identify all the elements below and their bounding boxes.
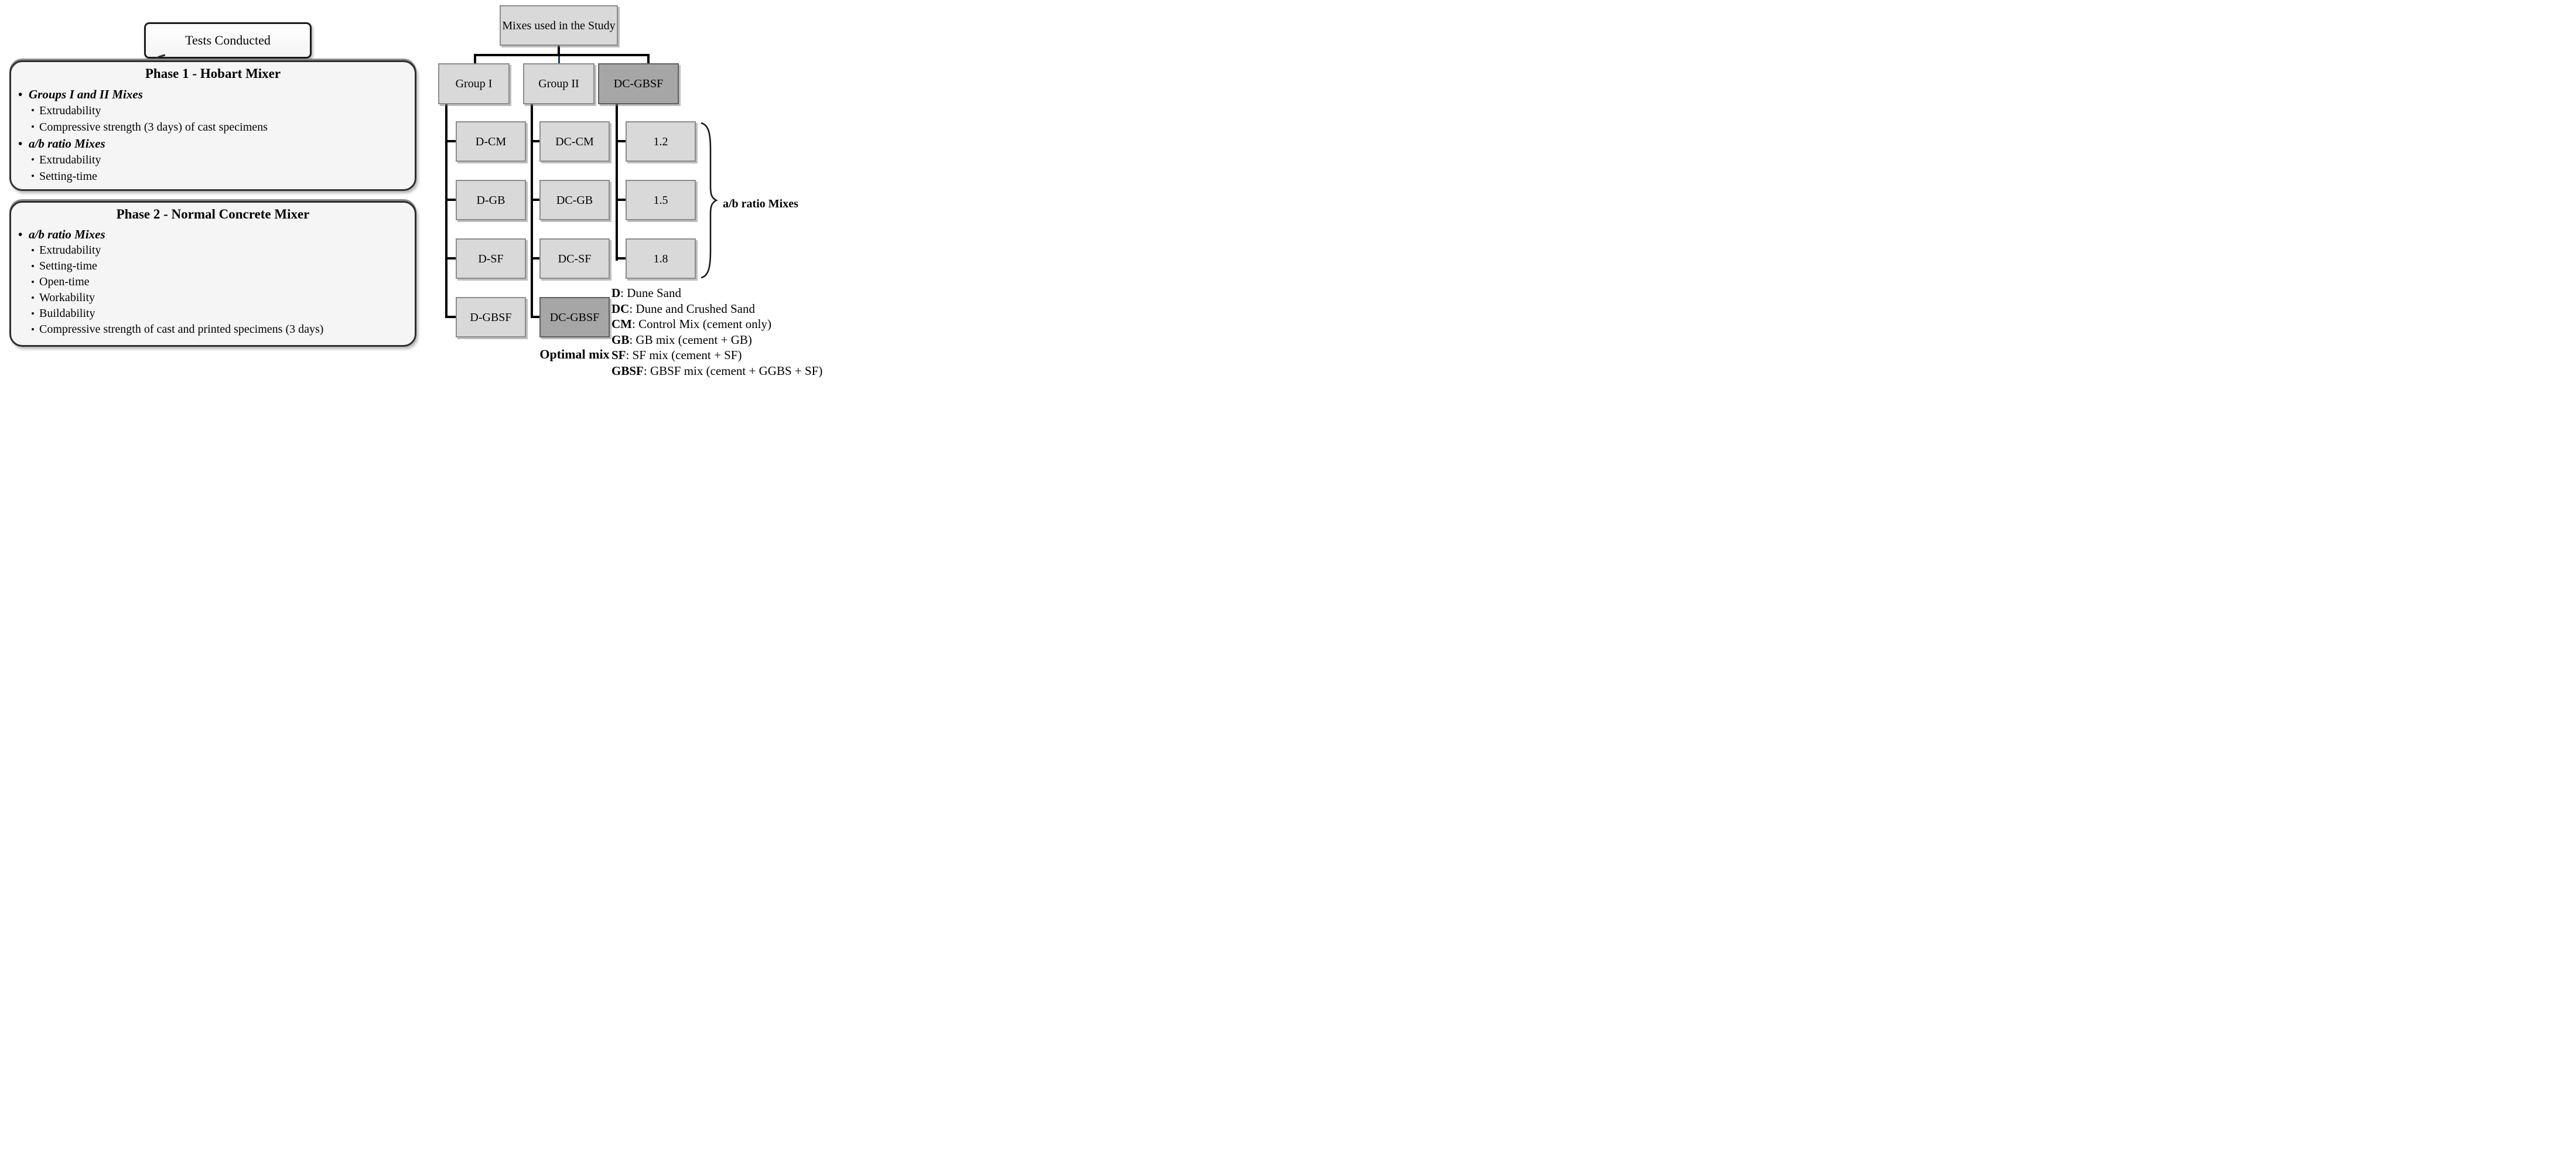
list-item: Buildability xyxy=(11,306,415,322)
legend-abbr: SF xyxy=(611,348,626,362)
legend-item: GBSF: GBSF mix (cement + GGBS + SF) xyxy=(611,363,822,379)
list-item: Groups I and II Mixes xyxy=(11,86,415,103)
connector-stub xyxy=(446,199,456,201)
connector-stub xyxy=(532,140,539,142)
node-ratio-1-2: 1.2 xyxy=(626,121,696,162)
node-d-cm: D-CM xyxy=(456,121,526,162)
list-item: Setting-time xyxy=(11,168,415,185)
node-ratio-1-8: 1.8 xyxy=(626,238,696,279)
node-root: Mixes used in the Study xyxy=(500,5,618,46)
legend-item: D: Dune Sand xyxy=(611,285,822,301)
optimal-mix-label: Optimal mix xyxy=(539,347,610,361)
node-group2: Group II xyxy=(523,63,595,104)
node-dc-cm: DC-CM xyxy=(539,121,610,162)
connector-drop-group2 xyxy=(558,56,560,63)
connector-stub xyxy=(617,257,626,260)
list-item: a/b ratio Mixes xyxy=(11,227,415,243)
connector-trunk-column1 xyxy=(445,104,447,318)
list-item: Compressive strength (3 days) of cast sp… xyxy=(11,119,415,135)
phase1-items: Groups I and II Mixes Extrudability Comp… xyxy=(11,86,415,185)
list-item: a/b ratio Mixes xyxy=(11,135,415,152)
connector-trunk-column3 xyxy=(616,104,618,261)
phase2-panel: Phase 2 - Normal Concrete Mixer a/b rati… xyxy=(9,201,416,347)
node-ratio-1-5: 1.5 xyxy=(626,180,696,220)
connector-stub xyxy=(446,140,456,142)
connector-stub xyxy=(617,199,626,201)
connector-drop-group3 xyxy=(647,56,650,63)
legend-abbr: GB xyxy=(611,332,630,347)
list-item: Extrudability xyxy=(11,152,415,168)
legend-item: DC: Dune and Crushed Sand xyxy=(611,301,822,317)
legend-desc: : Dune Sand xyxy=(620,286,681,300)
legend-abbr: GBSF xyxy=(611,363,644,378)
legend-desc: : Control Mix (cement only) xyxy=(632,317,771,331)
ab-ratio-mixes-label: a/b ratio Mixes xyxy=(723,197,798,210)
connector-stub xyxy=(532,199,539,201)
connector-stub xyxy=(617,140,626,142)
node-group1: Group I xyxy=(438,63,510,104)
node-dc-gbsf-optimal: DC-GBSF xyxy=(539,297,610,337)
list-item: Extrudability xyxy=(11,103,415,119)
legend-abbr: CM xyxy=(611,317,632,331)
node-d-gb: D-GB xyxy=(456,180,526,220)
tests-conducted-label: Tests Conducted xyxy=(185,33,271,47)
legend-desc: : SF mix (cement + SF) xyxy=(626,348,742,362)
list-item: Open-time xyxy=(11,274,415,290)
node-d-gbsf: D-GBSF xyxy=(456,297,526,337)
list-item: Workability xyxy=(11,290,415,306)
phase2-items: a/b ratio Mixes Extrudability Setting-ti… xyxy=(11,227,415,337)
phase1-title: Phase 1 - Hobart Mixer xyxy=(145,66,281,81)
connector-horizontal xyxy=(474,54,650,56)
node-dc-gbsf-group: DC-GBSF xyxy=(598,63,679,104)
node-d-sf: D-SF xyxy=(456,238,526,279)
legend-abbr: DC xyxy=(611,301,630,316)
node-dc-sf: DC-SF xyxy=(539,238,610,279)
legend-item: GB: GB mix (cement + GB) xyxy=(611,332,822,348)
list-item: Extrudability xyxy=(11,243,415,258)
tests-conducted-callout: Tests Conducted xyxy=(144,22,312,59)
phase2-title: Phase 2 - Normal Concrete Mixer xyxy=(116,207,310,221)
legend-item: SF: SF mix (cement + SF) xyxy=(611,347,822,363)
list-item: Setting-time xyxy=(11,258,415,274)
legend-desc: : Dune and Crushed Sand xyxy=(629,301,755,316)
connector-stub xyxy=(532,316,539,318)
legend: D: Dune Sand DC: Dune and Crushed Sand C… xyxy=(611,285,822,378)
connector-drop-group1 xyxy=(474,56,476,63)
legend-abbr: D xyxy=(611,286,621,300)
legend-item: CM: Control Mix (cement only) xyxy=(611,316,822,332)
legend-desc: : GB mix (cement + GB) xyxy=(629,332,752,347)
legend-desc: : GBSF mix (cement + GGBS + SF) xyxy=(643,363,823,378)
connector-stub xyxy=(446,257,456,260)
connector-stub xyxy=(446,316,456,318)
brace xyxy=(701,122,718,279)
connector-stub xyxy=(532,257,539,260)
phase1-panel: Phase 1 - Hobart Mixer Groups I and II M… xyxy=(9,60,416,191)
connector-root-drop xyxy=(558,46,560,54)
node-dc-gb: DC-GB xyxy=(539,180,610,220)
list-item: Compressive strength of cast and printed… xyxy=(11,322,415,337)
connector-trunk-column2 xyxy=(531,104,533,318)
figure-canvas: Tests Conducted Phase 1 - Hobart Mixer G… xyxy=(0,0,859,388)
